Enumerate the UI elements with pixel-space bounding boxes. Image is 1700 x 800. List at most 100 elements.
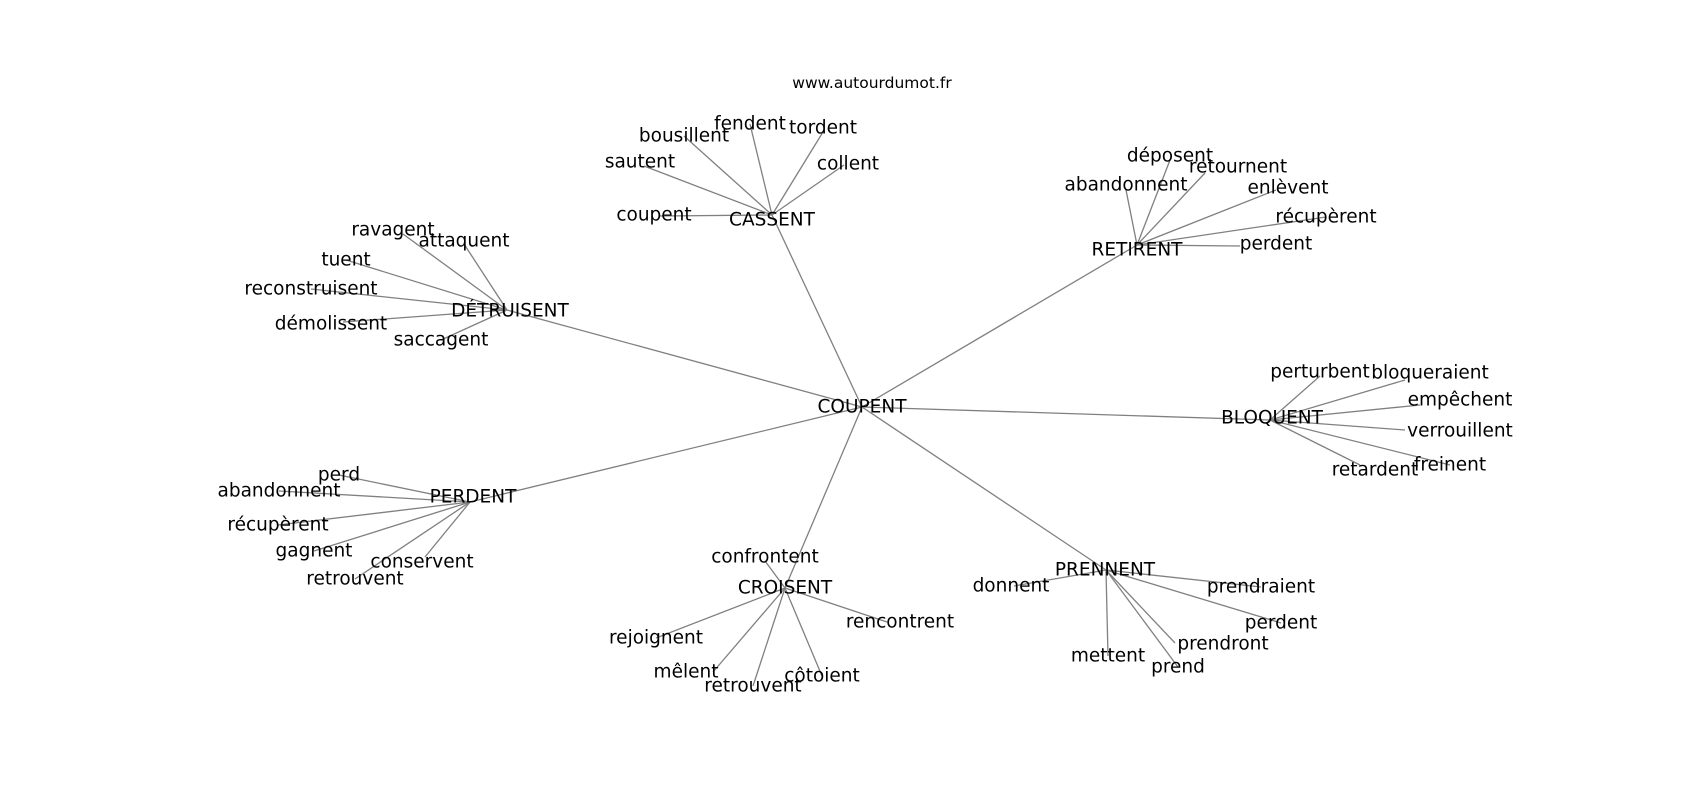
leaf-word-node[interactable]: démolissent	[275, 314, 387, 335]
edge-hub5-leaf3	[712, 587, 786, 673]
edge-hub1-leaf1	[1136, 172, 1206, 246]
edge-hub0-leaf1	[771, 131, 824, 216]
leaf-word-node[interactable]: bloqueraient	[1371, 363, 1489, 384]
leaf-word-node[interactable]: récupèrent	[1275, 207, 1376, 228]
edge-hub6-leaf1	[1105, 569, 1262, 588]
edge-hub5-leaf0	[764, 560, 786, 589]
edge-hub3-leaf2	[1269, 404, 1421, 421]
leaf-word-node[interactable]: enlèvent	[1248, 178, 1329, 199]
hub-word-node[interactable]: CROISENT	[738, 578, 833, 599]
edge-center-0	[771, 214, 863, 408]
edge-center-3	[861, 406, 1271, 421]
leaf-word-node[interactable]: donnent	[973, 576, 1050, 597]
edge-center-4	[469, 406, 863, 503]
leaf-word-node[interactable]: déposent	[1127, 146, 1213, 167]
leaf-word-node[interactable]: reconstruisent	[244, 279, 377, 300]
edge-hub1-leaf0	[1136, 159, 1171, 246]
leaf-word-node[interactable]: abandonnent	[1064, 175, 1187, 196]
leaf-word-node[interactable]: ravagent	[351, 220, 434, 241]
leaf-word-node[interactable]: mêlent	[654, 662, 719, 683]
leaf-word-node[interactable]: bousillent	[639, 126, 729, 147]
hub-word-node[interactable]: RETIRENT	[1092, 240, 1184, 261]
edge-hub2-leaf3	[310, 288, 508, 311]
leaf-word-node[interactable]: prendraient	[1207, 577, 1315, 598]
edge-hub1-leaf3	[1136, 189, 1277, 246]
edge-hub4-leaf4	[424, 501, 471, 558]
leaf-word-node[interactable]: perd	[318, 465, 360, 486]
edge-hub2-leaf5	[440, 309, 508, 341]
center-word-node[interactable]: COUPENT	[817, 397, 907, 418]
edge-hub1-leaf4	[1136, 216, 1327, 246]
hub-word-node[interactable]: PRENNENT	[1055, 560, 1156, 581]
edge-hub6-leaf2	[1105, 569, 1282, 624]
edge-hub2-leaf1	[463, 243, 508, 311]
edge-center-5	[784, 406, 863, 589]
hub-word-node[interactable]: CASSENT	[729, 210, 816, 231]
edge-hub4-leaf3	[313, 501, 471, 552]
leaf-word-node[interactable]: côtoient	[784, 666, 860, 687]
edge-hub1-leaf5	[1136, 244, 1241, 247]
edge-hub5-leaf5	[784, 587, 823, 677]
graph-edges	[277, 123, 1451, 687]
leaf-word-node[interactable]: freinent	[1414, 455, 1486, 476]
edge-center-1	[861, 244, 1138, 408]
edge-hub0-leaf3	[643, 165, 773, 216]
edge-hub2-leaf2	[345, 259, 508, 311]
leaf-word-node[interactable]: abandonnent	[217, 481, 340, 502]
edge-hub3-leaf3	[1269, 419, 1406, 431]
leaf-word-node[interactable]: sautent	[605, 152, 675, 173]
leaf-word-node[interactable]: perdent	[1245, 613, 1318, 634]
leaf-word-node[interactable]: confrontent	[711, 547, 819, 568]
leaf-word-node[interactable]: perdent	[1240, 234, 1313, 255]
edge-hub6-leaf0	[1013, 569, 1107, 587]
edge-hub0-leaf0	[749, 123, 773, 216]
edge-hub4-leaf1	[278, 490, 471, 503]
leaf-word-node[interactable]: retrouvent	[704, 676, 801, 697]
leaf-word-node[interactable]: collent	[817, 154, 879, 175]
leaf-word-node[interactable]: attaquent	[418, 231, 509, 252]
leaf-word-node[interactable]: empêchent	[1408, 390, 1513, 411]
leaf-word-node[interactable]: perturbent	[1270, 362, 1369, 383]
edge-center-6	[861, 406, 1107, 571]
edge-hub4-leaf5	[354, 501, 471, 580]
leaf-word-node[interactable]: retrouvent	[306, 569, 403, 590]
leaf-word-node[interactable]: verrouillent	[1407, 421, 1513, 442]
edge-hub4-leaf0	[338, 474, 471, 503]
leaf-word-node[interactable]: prendront	[1177, 634, 1268, 655]
leaf-word-node[interactable]: mettent	[1071, 646, 1145, 667]
hub-word-node[interactable]: PERDENT	[430, 487, 517, 508]
leaf-word-node[interactable]: gagnent	[276, 541, 353, 562]
edge-center-2	[506, 309, 863, 408]
edge-hub0-leaf2	[683, 135, 773, 216]
edge-hub0-leaf5	[659, 214, 773, 217]
edge-hub3-leaf1	[1269, 379, 1406, 421]
leaf-word-node[interactable]: récupèrent	[227, 515, 328, 536]
leaf-word-node[interactable]: fendent	[714, 114, 786, 135]
edge-hub0-leaf4	[771, 164, 845, 216]
edge-hub6-leaf5	[1105, 569, 1179, 668]
leaf-word-node[interactable]: retournent	[1189, 157, 1287, 178]
leaf-word-node[interactable]: tordent	[789, 118, 857, 139]
edge-hub5-leaf1	[784, 587, 888, 623]
edge-hub5-leaf4	[752, 587, 786, 687]
leaf-word-node[interactable]: prend	[1151, 657, 1205, 678]
leaf-word-node[interactable]: rencontrent	[846, 612, 954, 633]
leaf-word-node[interactable]: conservent	[370, 552, 473, 573]
edge-hub6-leaf4	[1105, 569, 1109, 657]
edge-hub3-leaf4	[1269, 419, 1451, 466]
edge-hub3-leaf5	[1269, 419, 1361, 466]
edge-hub6-leaf3	[1105, 569, 1176, 644]
leaf-word-node[interactable]: tuent	[321, 250, 370, 271]
hub-word-node[interactable]: DÉTRUISENT	[451, 300, 569, 322]
leaf-word-node[interactable]: rejoignent	[609, 628, 703, 649]
hub-word-node[interactable]: BLOQUENT	[1221, 408, 1324, 429]
leaf-word-node[interactable]: coupent	[616, 205, 691, 226]
leaf-word-node[interactable]: saccagent	[394, 330, 489, 351]
edge-hub3-leaf0	[1269, 375, 1321, 421]
leaf-word-node[interactable]: retardent	[1332, 460, 1419, 481]
edge-hub2-leaf0	[402, 233, 508, 311]
edge-hub5-leaf2	[655, 587, 786, 639]
edge-hub2-leaf4	[342, 309, 508, 323]
